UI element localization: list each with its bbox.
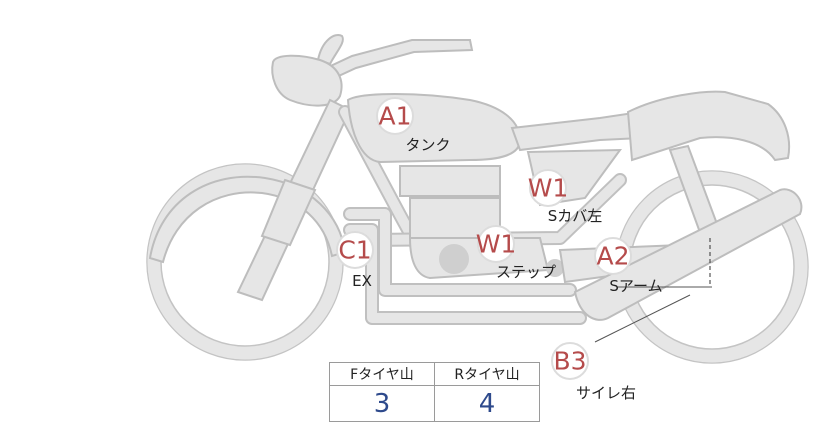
handlebar-left — [316, 34, 344, 66]
marker-exhaust[interactable]: C1 EX — [336, 231, 374, 290]
pointer-line-b3 — [594, 294, 691, 343]
marker-muffler-right[interactable]: B3 サイレ右 — [551, 342, 636, 402]
marker-side-cover-left[interactable]: W1 Sカバ左 — [528, 169, 603, 225]
marker-swing-arm[interactable]: A2 Sアーム — [594, 237, 663, 295]
marker-label: ステップ — [496, 263, 556, 281]
marker-label: Sアーム — [609, 277, 662, 295]
marker-tank[interactable]: A1 タンク — [376, 97, 451, 154]
front-tire-value[interactable]: 3 — [329, 385, 435, 422]
rear-fender — [626, 90, 791, 162]
handlebar — [320, 39, 474, 82]
marker-code: W1 — [528, 174, 569, 203]
footpeg — [546, 259, 564, 277]
marker-code: C1 — [338, 236, 371, 265]
marker-label: EX — [352, 272, 372, 290]
tire-tread-table: Fタイヤ山 Rタイヤ山 3 4 — [329, 362, 540, 422]
marker-label: タンク — [405, 136, 450, 154]
marker-code: W1 — [476, 230, 517, 259]
table-value-row: 3 4 — [329, 385, 540, 422]
engine-cover — [439, 244, 469, 274]
marker-step[interactable]: W1 ステップ — [476, 225, 556, 281]
marker-code: B3 — [553, 347, 586, 376]
headlight — [271, 54, 343, 107]
marker-code: A1 — [378, 102, 411, 131]
engine-top — [399, 165, 501, 197]
rear-tire-value[interactable]: 4 — [434, 385, 540, 422]
front-tire-header: Fタイヤ山 — [329, 362, 435, 386]
rear-tire-header: Rタイヤ山 — [434, 362, 540, 386]
table-header-row: Fタイヤ山 Rタイヤ山 — [329, 362, 540, 386]
motorcycle-illustration — [146, 34, 809, 364]
fork-boot — [260, 178, 317, 247]
marker-label: Sカバ左 — [548, 207, 603, 225]
marker-code: A2 — [596, 242, 629, 271]
marker-label: サイレ右 — [576, 384, 636, 402]
